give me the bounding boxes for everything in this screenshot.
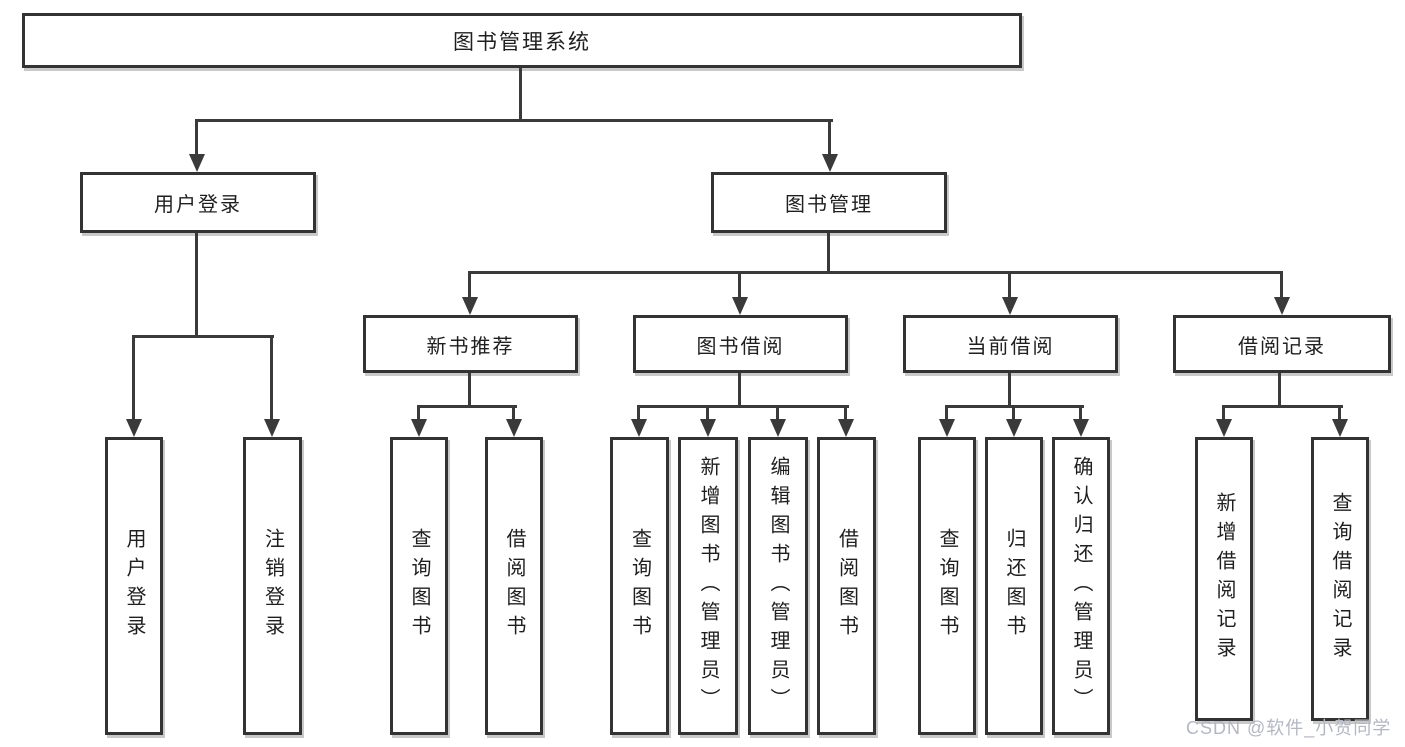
leaf-add-books-admin: 新增图书（管理员）	[678, 437, 738, 735]
leaf-edit-books-admin: 编辑图书（管理员）	[748, 437, 808, 735]
leaf-add-borrow-record: 新增借阅记录	[1195, 437, 1253, 721]
leaf-query-borrow-record: 查询借阅记录	[1311, 437, 1369, 721]
leaf-borrow-books: 借阅图书	[817, 437, 876, 735]
arrow-down-icon	[1073, 419, 1089, 437]
arrow-down-icon	[770, 419, 786, 437]
connector-line	[844, 405, 847, 423]
node-book-management: 图书管理	[711, 172, 947, 233]
connector-line	[1222, 405, 1225, 423]
connector-line	[468, 271, 471, 301]
connector-line	[270, 335, 273, 422]
connector-line	[1338, 405, 1341, 423]
connector-line	[512, 405, 515, 423]
arrow-down-icon	[700, 419, 716, 437]
connector-line	[195, 119, 198, 157]
arrow-down-icon	[631, 419, 647, 437]
connector-line	[1008, 373, 1011, 408]
node-label: 用户登录	[154, 194, 242, 216]
connector-line	[706, 405, 709, 423]
node-label: 图书管理系统	[453, 30, 591, 54]
connector-line	[132, 335, 274, 338]
arrow-down-icon	[1006, 419, 1022, 437]
arrow-down-icon	[1002, 297, 1018, 315]
arrow-down-icon	[1274, 297, 1290, 315]
leaf-query-books-recommend: 查询图书	[390, 437, 448, 735]
connector-line	[519, 68, 522, 122]
connector-line	[827, 233, 830, 274]
connector-line	[1012, 405, 1015, 423]
node-label: 新书推荐	[426, 335, 515, 358]
node-current-borrow: 当前借阅	[903, 315, 1118, 373]
connector-line	[776, 405, 779, 423]
connector-line	[132, 335, 135, 422]
leaf-borrow-books-recommend: 借阅图书	[485, 437, 543, 735]
leaf-label: 用户登录	[123, 528, 145, 644]
leaf-label: 归还图书	[1003, 528, 1025, 644]
connector-line	[738, 373, 741, 408]
leaf-label: 新增图书（管理员）	[697, 455, 719, 717]
arrow-down-icon	[822, 154, 838, 172]
connector-line	[1008, 271, 1011, 301]
connector-line	[637, 405, 640, 423]
arrow-down-icon	[264, 419, 280, 437]
leaf-query-books-borrow: 查询图书	[610, 437, 669, 735]
connector-line	[1079, 405, 1082, 423]
arrow-down-icon	[1332, 419, 1348, 437]
csdn-watermark: CSDN @软件_小贺同学	[1186, 718, 1392, 738]
node-label: 借阅记录	[1238, 335, 1326, 358]
arrow-down-icon	[838, 419, 854, 437]
connector-line	[468, 373, 471, 408]
arrow-down-icon	[506, 419, 522, 437]
connector-line	[1222, 405, 1343, 408]
arrow-down-icon	[939, 419, 955, 437]
leaf-label: 借阅图书	[503, 528, 525, 644]
arrow-down-icon	[732, 297, 748, 315]
leaf-label: 借阅图书	[835, 528, 858, 644]
arrow-down-icon	[126, 419, 142, 437]
connector-line	[1280, 271, 1283, 301]
node-new-book-recommend: 新书推荐	[363, 315, 578, 373]
node-user-login: 用户登录	[80, 172, 316, 233]
connector-line	[738, 271, 741, 301]
connector-line	[195, 233, 198, 338]
arrow-down-icon	[411, 419, 427, 437]
leaf-label: 新增借阅记录	[1213, 492, 1235, 666]
node-label: 当前借阅	[966, 335, 1055, 358]
leaf-label: 查询图书	[936, 528, 958, 644]
leaf-label: 查询图书	[628, 528, 651, 644]
connector-line	[417, 405, 517, 408]
leaf-label: 编辑图书（管理员）	[767, 455, 789, 717]
arrow-down-icon	[189, 154, 205, 172]
leaf-label: 查询图书	[408, 528, 430, 644]
connector-line	[945, 405, 948, 423]
node-label: 图书借阅	[696, 335, 785, 358]
leaf-confirm-return-admin: 确认归还（管理员）	[1052, 437, 1110, 735]
node-borrow-records: 借阅记录	[1173, 315, 1391, 373]
leaf-query-books-current: 查询图书	[918, 437, 976, 735]
node-book-borrow: 图书借阅	[633, 315, 848, 373]
connector-line	[1278, 373, 1281, 408]
connector-line	[637, 405, 849, 408]
node-root-library-system: 图书管理系统	[22, 13, 1022, 68]
arrow-down-icon	[462, 297, 478, 315]
leaf-label: 注销登录	[261, 528, 284, 644]
arrow-down-icon	[1216, 419, 1232, 437]
leaf-logout: 注销登录	[243, 437, 302, 735]
connector-line	[417, 405, 420, 423]
leaf-return-books: 归还图书	[985, 437, 1043, 735]
node-label: 图书管理	[785, 194, 873, 216]
connector-line	[195, 119, 833, 122]
leaf-label: 查询借阅记录	[1329, 492, 1351, 666]
leaf-user-login: 用户登录	[105, 437, 163, 735]
connector-line	[828, 119, 831, 157]
leaf-label: 确认归还（管理员）	[1070, 455, 1092, 717]
connector-line	[468, 271, 1283, 274]
